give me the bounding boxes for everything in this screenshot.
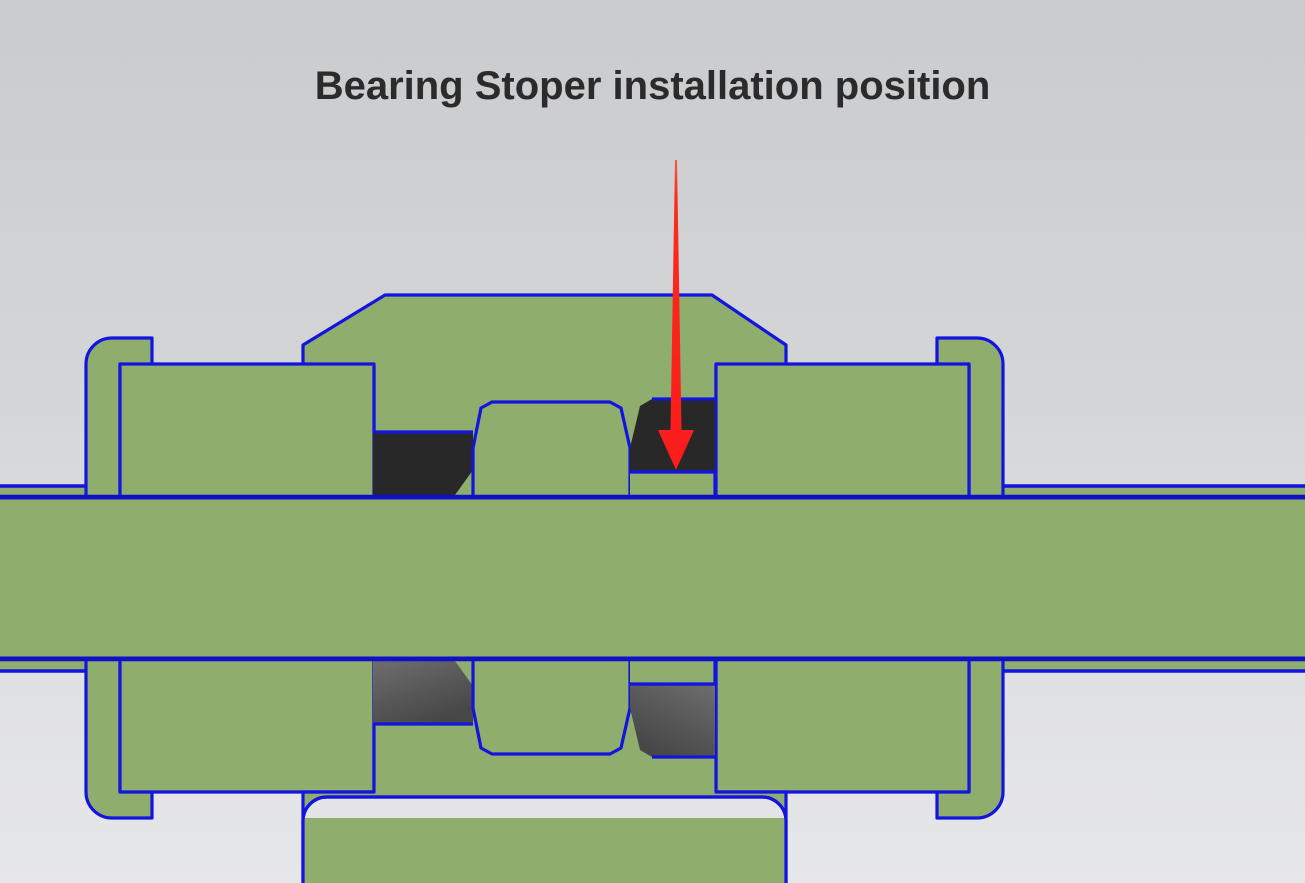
inner-race-spacer-upper[interactable] <box>471 400 632 499</box>
flange-strip-left-lower[interactable] <box>0 659 96 673</box>
bearing-stopper-left-block-mirror[interactable] <box>373 661 473 726</box>
bearing-stopper-left-block[interactable] <box>373 430 473 495</box>
callout-arrow[interactable] <box>658 160 694 470</box>
inner-race-spacer-lower[interactable] <box>471 657 632 756</box>
bearing-stopper-right-block-mirror[interactable] <box>630 682 715 759</box>
flange-strip-left[interactable] <box>0 484 96 497</box>
central-shaft[interactable] <box>0 494 1305 662</box>
stopper-seat-ledge-upper <box>630 470 717 497</box>
housing-right-lower[interactable] <box>714 657 1005 820</box>
housing-right-upper[interactable] <box>714 336 1005 499</box>
shaft-boundary-lines <box>0 494 1305 662</box>
housing-left-lower[interactable] <box>84 657 376 820</box>
stopper-seat-ledge-lower <box>630 659 717 686</box>
housing-left-upper[interactable] <box>84 336 376 499</box>
